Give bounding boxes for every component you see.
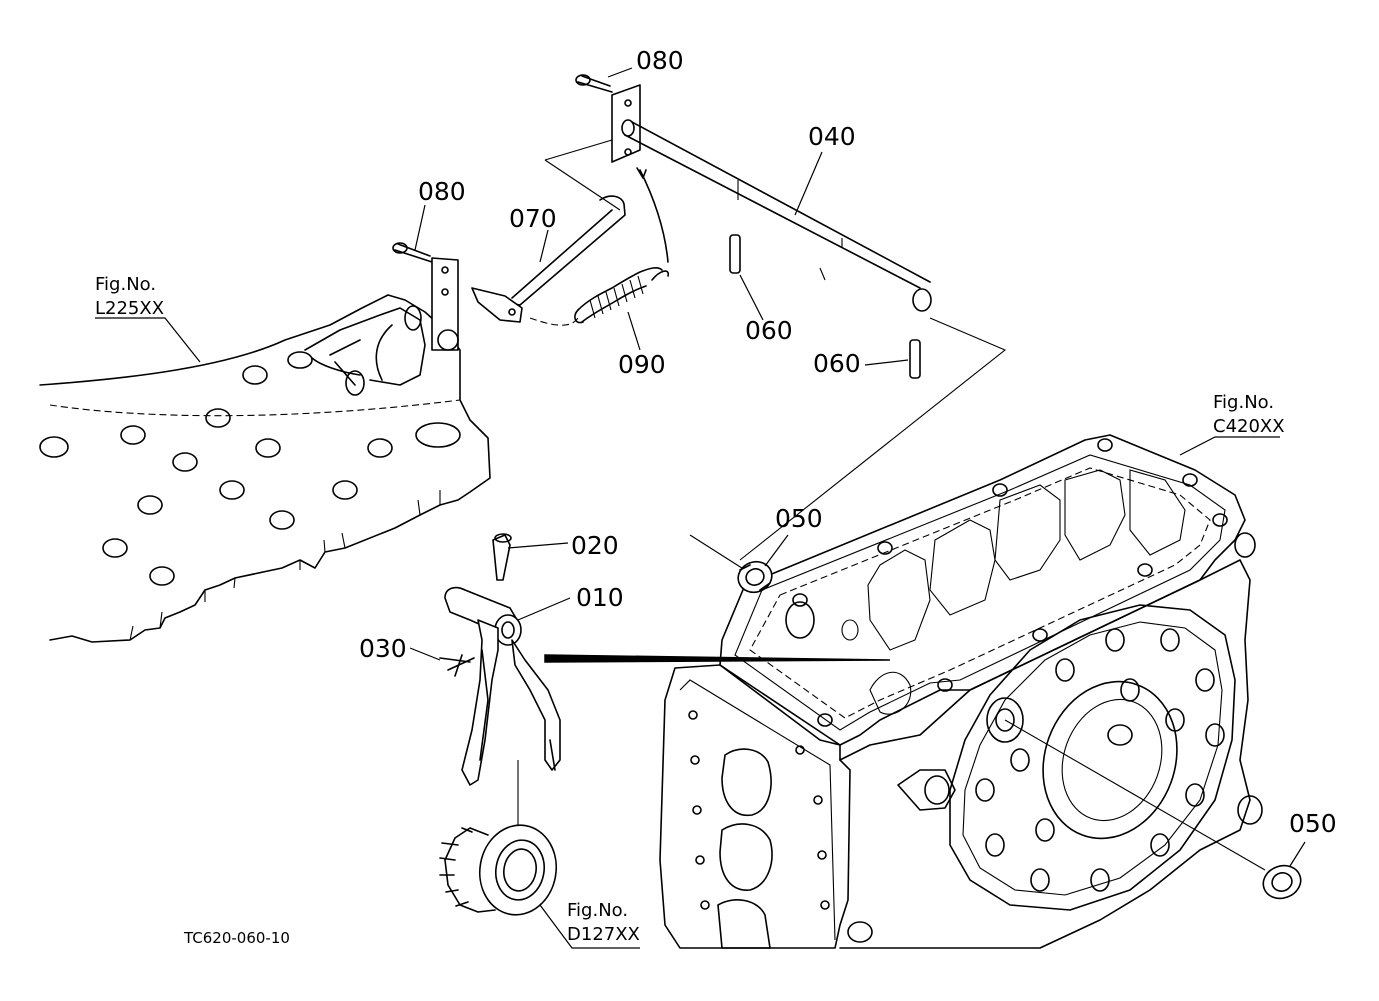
part-callouts: 080 040 080 070 060 090 060 050 020 010 …: [359, 46, 1337, 838]
callout-070: 070: [509, 204, 557, 233]
rod-070: [471, 195, 626, 323]
flange-bolt-holes: [975, 628, 1225, 892]
ref-c420-label: Fig.No.: [1213, 392, 1274, 413]
callout-080-upper: 080: [636, 46, 684, 75]
cotter-pin-080-upper: [575, 74, 613, 93]
transmission-case: [659, 434, 1263, 949]
spring-pin-060-upper: [729, 234, 741, 274]
ref-c420-code: C420XX: [1213, 416, 1285, 437]
callout-010: 010: [576, 583, 624, 612]
release-bearing-collar: [439, 824, 558, 916]
shift-fork-010: [444, 586, 561, 786]
bearing-center-line: [1004, 719, 1266, 871]
leader-lines: [95, 67, 1306, 949]
callout-030: 030: [359, 634, 407, 663]
ref-l225-code: L225XX: [95, 298, 164, 319]
callout-080-lower: 080: [418, 177, 466, 206]
ref-d127-label: Fig.No.: [567, 900, 628, 921]
bearing-050-lower: [1262, 864, 1302, 900]
callout-020: 020: [571, 531, 619, 560]
case-front-bolt-holes: [688, 710, 830, 910]
callout-060-upper: 060: [745, 316, 793, 345]
floor-plate-outline: [39, 294, 491, 643]
callout-050-lower: 050: [1289, 809, 1337, 838]
cotter-pin-030: [439, 654, 475, 677]
figure-references: Fig.No. L225XX Fig.No. C420XX Fig.No. D1…: [95, 274, 1285, 945]
pedal-arm-bracket: [431, 257, 459, 351]
callout-050-upper: 050: [775, 504, 823, 533]
shift-fork-leader: [544, 654, 891, 663]
drawing-code: TC620-060-10: [183, 929, 290, 947]
dashed-assembly-outline: [544, 139, 1007, 571]
callout-060-lower: 060: [813, 349, 861, 378]
ref-underline-l225: [95, 317, 201, 363]
callout-040: 040: [808, 122, 856, 151]
tension-spring-090: [529, 167, 670, 326]
ref-l225-label: Fig.No.: [95, 274, 156, 295]
pin-020: [492, 533, 512, 581]
cotter-pin-080-lower: [392, 242, 433, 263]
ref-underline-d127: [539, 904, 640, 949]
bearing-050-upper: [737, 560, 773, 594]
spring-pin-060-lower: [909, 339, 921, 379]
callout-090: 090: [618, 350, 666, 379]
plate-bolt-holes: [102, 365, 393, 586]
case-top-bolt-holes: [792, 438, 1228, 727]
shaft-040: [611, 84, 932, 312]
ref-underline-c420: [1179, 436, 1280, 456]
ref-d127-code: D127XX: [567, 924, 640, 945]
